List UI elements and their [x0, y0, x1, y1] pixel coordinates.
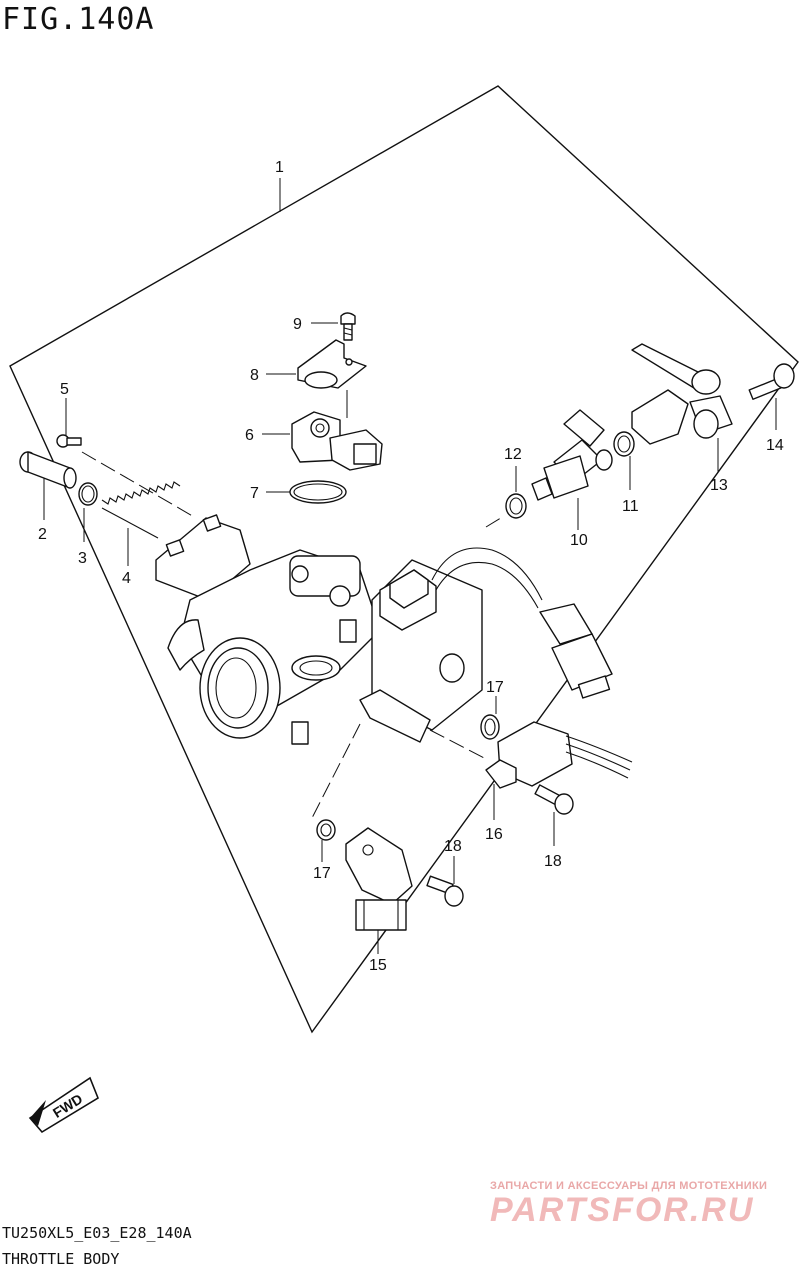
model-code: TU250XL5_E03_E28_140A: [2, 1224, 192, 1242]
part-9-screw[interactable]: [311, 312, 356, 341]
callout-12[interactable]: 12: [504, 446, 522, 463]
part-18-bolt-lower[interactable]: [426, 856, 464, 907]
part-14-bolt[interactable]: [748, 363, 795, 430]
part-6-sensor[interactable]: [262, 411, 383, 471]
part-17-o-ring-upper[interactable]: [480, 696, 500, 740]
watermark-logo: PARTSFOR.RU: [490, 1191, 755, 1229]
part-18-bolt-right[interactable]: [534, 784, 574, 846]
part-3-o-ring[interactable]: [78, 482, 98, 542]
callout-18-lower[interactable]: 18: [444, 838, 462, 855]
part-17-o-ring-lower[interactable]: [316, 819, 336, 862]
figure-title: FIG.140A: [2, 2, 155, 37]
callout-17-lower[interactable]: 17: [313, 865, 331, 882]
part-7-o-ring[interactable]: [266, 480, 347, 504]
part-2-adjust-cap[interactable]: [19, 451, 77, 520]
callout-16[interactable]: 16: [485, 826, 503, 843]
callout-18-right[interactable]: 18: [544, 853, 562, 870]
callout-7[interactable]: 7: [250, 485, 259, 502]
callout-17-upper[interactable]: 17: [486, 679, 504, 696]
part-16-sensor[interactable]: [429, 721, 633, 820]
fwd-direction-badge: FWD: [28, 1076, 99, 1134]
callout-3[interactable]: 3: [78, 550, 87, 567]
callout-8[interactable]: 8: [250, 367, 259, 384]
assembly-outline: [9, 85, 799, 1034]
part-4-spring[interactable]: [101, 481, 181, 566]
callout-15[interactable]: 15: [369, 957, 387, 974]
part-8-bracket[interactable]: [266, 339, 367, 418]
callout-11[interactable]: 11: [622, 498, 639, 515]
part-11-o-ring[interactable]: [613, 431, 635, 490]
callout-13[interactable]: 13: [710, 477, 728, 494]
watermark-caption: ЗАПЧАСТИ И АКСЕССУАРЫ ДЛЯ МОТОТЕХНИКИ: [490, 1180, 768, 1192]
callout-9[interactable]: 9: [293, 316, 302, 333]
part-10-fuel-injector[interactable]: [531, 409, 613, 530]
callout-6[interactable]: 6: [245, 427, 254, 444]
part-13-fuel-hose[interactable]: [631, 343, 733, 472]
callout-4[interactable]: 4: [122, 570, 131, 587]
throttle-body-main[interactable]: [155, 514, 381, 745]
harness-connector[interactable]: [539, 603, 613, 699]
part-5-screw[interactable]: [56, 398, 197, 519]
part-15-sensor[interactable]: [345, 827, 413, 954]
part-12-o-ring[interactable]: [505, 466, 527, 519]
throttle-sensor-housing[interactable]: [359, 515, 543, 743]
callout-14[interactable]: 14: [766, 437, 784, 454]
callout-5[interactable]: 5: [60, 381, 69, 398]
callout-1[interactable]: 1: [275, 159, 284, 176]
callout-10[interactable]: 10: [570, 532, 588, 549]
diagram-name: THROTTLE BODY: [2, 1250, 120, 1268]
callout-2[interactable]: 2: [38, 526, 47, 543]
